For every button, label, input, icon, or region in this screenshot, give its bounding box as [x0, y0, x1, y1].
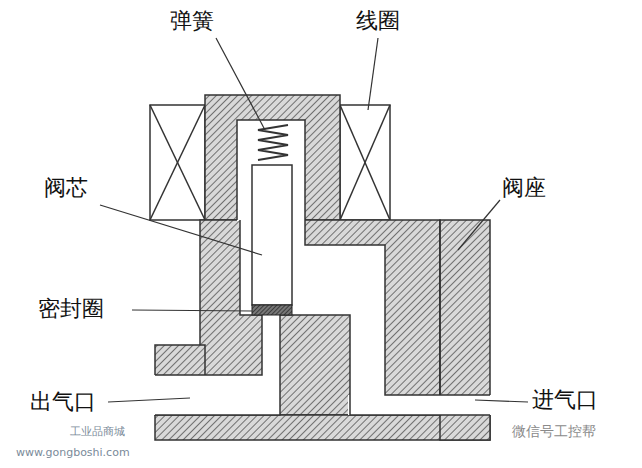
watermark: 工业品商城 [70, 426, 125, 438]
port-label: 进气口 [532, 388, 598, 412]
port-label: 出气口 [30, 390, 96, 414]
leader-line [100, 38, 528, 402]
flow-channels [154, 120, 491, 415]
valve-body [155, 220, 490, 440]
channel-outline [155, 120, 490, 415]
watermark: 微信号工控帮 [512, 424, 596, 439]
seal-ring [252, 305, 292, 315]
spring [258, 125, 288, 160]
part-label: 弹簧 [170, 9, 214, 33]
part-label: 阀芯 [44, 176, 88, 200]
plunger [252, 165, 292, 305]
watermark: www.gongboshi.com [16, 447, 130, 459]
part-label: 线圈 [356, 9, 400, 33]
part-label: 密封圈 [38, 297, 104, 321]
part-label: 阀座 [502, 176, 546, 200]
